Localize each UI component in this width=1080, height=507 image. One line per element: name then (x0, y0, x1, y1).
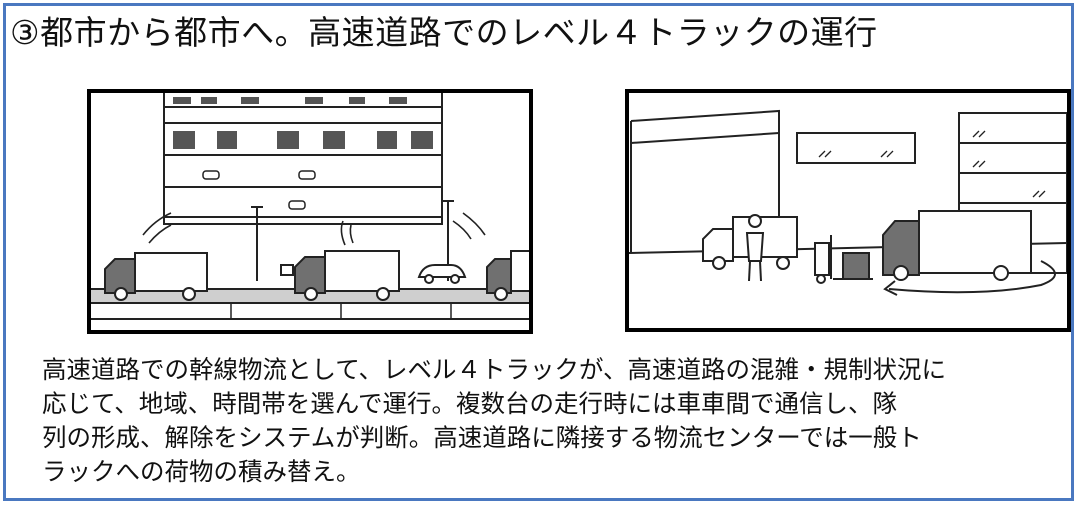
logistics-center-illustration (625, 89, 1071, 332)
highway-scene-drawing (91, 93, 529, 320)
description-line: 高速道路での幹線物流として、レベル４トラックが、高速道路の混雑・規制状況に (42, 355, 947, 384)
description-line: ラックへの荷物の積み替え。 (42, 457, 361, 486)
slide-title: ③都市から都市へ。高速道路でのレベル４トラックの運行 (10, 13, 878, 52)
logistics-scene-drawing (629, 109, 1067, 296)
description-text: 高速道路での幹線物流として、レベル４トラックが、高速道路の混雑・規制状況に 応じ… (42, 353, 1072, 489)
description-line: 応じて、地域、時間帯を選んで運行。複数台の走行時には車車間で通信し、隊 (42, 389, 898, 418)
highway-illustration (87, 89, 533, 334)
slide-frame (3, 3, 1074, 501)
description-line: 列の形成、解除をシステムが判断。高速道路に隣接する物流センターでは一般ト (42, 423, 922, 452)
